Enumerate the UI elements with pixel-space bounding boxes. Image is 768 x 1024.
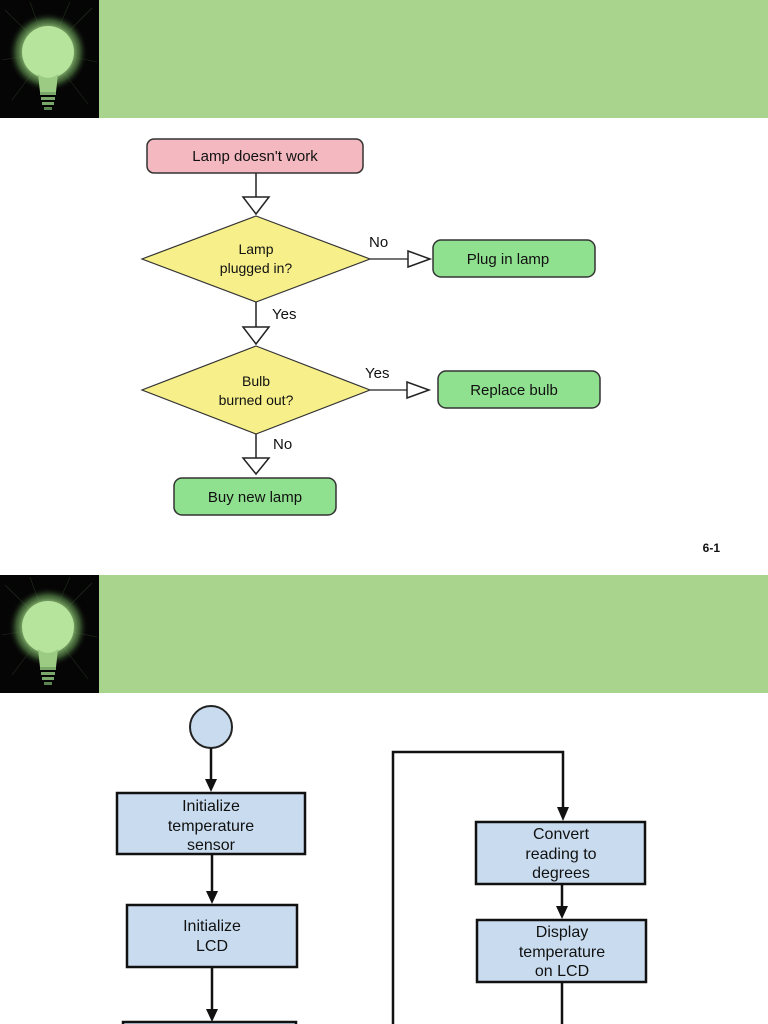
- temperature-sensor-flowchart: Initialize temperature sensor Initialize…: [0, 575, 768, 1024]
- step4-line3: degrees: [532, 865, 590, 882]
- decision1-label-line2: plugged in?: [220, 260, 293, 276]
- slide-banner: [0, 0, 768, 118]
- slide-banner: [0, 575, 768, 693]
- arrowhead-icon: [241, 326, 271, 346]
- loop-connector: [391, 750, 569, 1024]
- action3-label: Buy new lamp: [208, 489, 302, 506]
- arrowhead-icon: [557, 807, 569, 821]
- step5-line1: Display: [536, 924, 588, 941]
- connector-decision2-no: No: [241, 434, 292, 476]
- decision-bulb-burned-out: Bulb burned out?: [140, 345, 372, 435]
- lamp-troubleshooting-flowchart: Lamp doesn't work Lamp plugged in? No: [140, 138, 601, 516]
- step4-line2: reading to: [525, 846, 596, 863]
- connector-step2-to-step3: [206, 968, 218, 1022]
- connector-step1-to-step2: [206, 855, 218, 904]
- connector-start-to-step1: [205, 748, 217, 792]
- action-plug-in-lamp: Plug in lamp: [432, 239, 596, 278]
- action2-label: Replace bulb: [470, 382, 558, 399]
- decision2-label-line2: burned out?: [219, 392, 294, 408]
- step-convert-reading: Convert reading to degrees: [474, 820, 647, 886]
- step2-line2: LCD: [196, 938, 228, 955]
- arrowhead-icon: [556, 906, 568, 919]
- start-node-label: Lamp doesn't work: [192, 148, 318, 165]
- connector-step4-to-step5: [556, 885, 568, 919]
- start-circle: [189, 705, 233, 749]
- start-node: Lamp doesn't work: [146, 138, 364, 174]
- arrowhead-icon: [205, 779, 217, 792]
- arrowhead-icon: [241, 457, 271, 476]
- arrowhead-icon: [206, 1009, 218, 1022]
- slide-1: Lamp doesn't work Lamp plugged in? No: [0, 0, 768, 555]
- page-number: 6-1: [702, 541, 720, 555]
- step5-line3: on LCD: [535, 963, 589, 980]
- lightbulb-icon: [0, 0, 99, 118]
- decision-lamp-plugged-in: Lamp plugged in?: [140, 215, 372, 303]
- step1-line2: temperature: [168, 818, 254, 835]
- decision1-yes-label: Yes: [272, 306, 296, 323]
- action-buy-new-lamp: Buy new lamp: [173, 477, 337, 516]
- connector-decision1-no: No: [369, 234, 433, 269]
- step-initialize-temperature-sensor: Initialize temperature sensor: [115, 791, 307, 856]
- decision2-no-label: No: [273, 436, 292, 453]
- decision1-no-label: No: [369, 234, 388, 251]
- slide-2: Initialize temperature sensor Initialize…: [0, 575, 768, 1024]
- arrowhead-icon: [406, 380, 432, 400]
- step3-box-partial: [121, 1020, 298, 1024]
- action-replace-bulb: Replace bulb: [437, 370, 601, 409]
- decision2-yes-label: Yes: [365, 365, 389, 382]
- step1-line3: sensor: [187, 837, 236, 854]
- action1-label: Plug in lamp: [467, 251, 550, 268]
- step4-line1: Convert: [533, 826, 590, 843]
- decision2-label-line1: Bulb: [242, 373, 270, 389]
- arrowhead-icon: [206, 891, 218, 904]
- lightbulb-icon: [0, 575, 99, 693]
- step-initialize-lcd: Initialize LCD: [125, 903, 299, 969]
- connector-decision1-yes: Yes: [241, 302, 296, 346]
- decision1-label-line1: Lamp: [238, 241, 273, 257]
- step1-line1: Initialize: [182, 798, 240, 815]
- arrowhead-icon: [407, 249, 433, 269]
- connector-decision2-yes: Yes: [365, 365, 432, 400]
- step2-line1: Initialize: [183, 918, 241, 935]
- step-display-temperature: Display temperature on LCD: [475, 918, 648, 984]
- step5-line2: temperature: [519, 944, 605, 961]
- arrowhead-icon: [241, 196, 271, 216]
- connector-start-to-decision1: [241, 173, 271, 216]
